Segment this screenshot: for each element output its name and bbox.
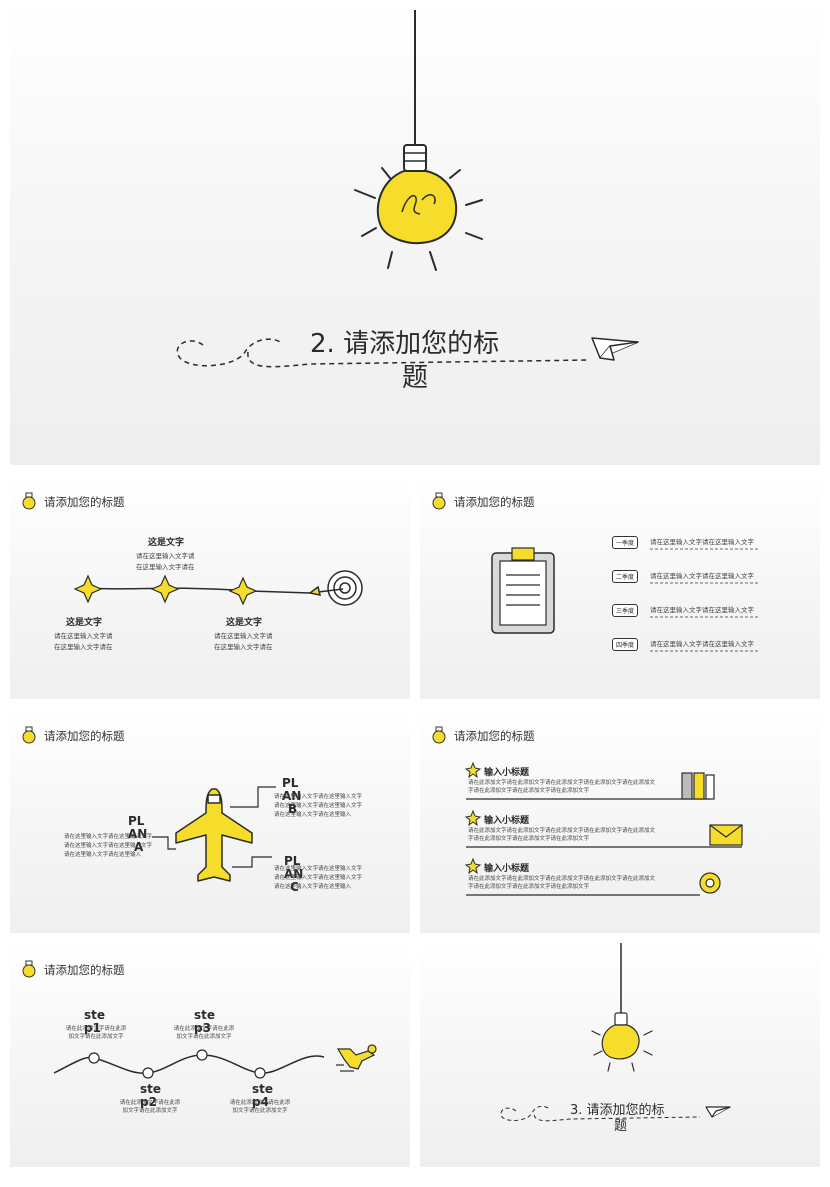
plan-a-line1: PL bbox=[128, 814, 145, 828]
star-icon bbox=[228, 576, 258, 606]
star-icon bbox=[464, 857, 482, 875]
slide-title: 请添加您的标题 bbox=[44, 963, 125, 977]
quarter-text: 请在这里输入文字请在这里输入文字 bbox=[650, 640, 754, 648]
paper-plane-icon bbox=[591, 337, 639, 361]
slide-airplane-plans[interactable]: 请添加您的标题 PL AN A 请在这里输入文字请在这里输入文字请在这里输入文字… bbox=[10, 707, 410, 933]
quarter-tag: 三季度 bbox=[612, 604, 639, 617]
envelope-icon bbox=[709, 824, 743, 846]
lightbulb-icon bbox=[22, 960, 36, 978]
plan-b-line2: AN bbox=[282, 789, 302, 803]
clipboard-icon bbox=[491, 547, 555, 634]
cover-title-line2: 题 bbox=[402, 363, 429, 393]
quarter-text: 请在这里输入文字请在这里输入文字 bbox=[650, 572, 754, 580]
plan-a-text: 请在这里输入文字请在这里输入文字请在这里输入文字请在这里输入文字请在这里输入文字… bbox=[64, 834, 153, 858]
step-text: 请在此添加文字请在此添加文字请在此添加文字 bbox=[173, 1026, 235, 1040]
left-item-text: 请在这里输入文字请 bbox=[54, 632, 113, 640]
books-icon bbox=[681, 772, 715, 800]
runner-icon bbox=[336, 1044, 377, 1072]
plan-a-line2: AN bbox=[128, 827, 148, 841]
lightbulb-icon bbox=[22, 492, 36, 510]
top-item-title: 这是文字 bbox=[148, 538, 185, 548]
right-item-text: 请在这里输入文字请 bbox=[214, 632, 273, 640]
quarter-tag: 一季度 bbox=[612, 536, 639, 549]
section-title-line2: 题 bbox=[614, 1119, 628, 1134]
slide-title: 请添加您的标题 bbox=[44, 729, 125, 743]
list-item-text: 请在此添加文字请在此添加文字请在此添加文字请在此添加文字请在此添加文字请在此添加… bbox=[468, 780, 656, 794]
plan-b-text: 请在这里输入文字请在这里输入文字请在这里输入文字请在这里输入文字请在这里输入文字… bbox=[274, 794, 363, 818]
step-label: ste bbox=[140, 1082, 162, 1096]
slide-header: 请添加您的标题 bbox=[432, 725, 535, 747]
lightbulb-icon bbox=[432, 726, 446, 744]
top-item-text-2: 在这里输入文字请在 bbox=[136, 563, 195, 571]
slide-title: 请添加您的标题 bbox=[454, 495, 535, 509]
cover-title-line1: 2. 请添加您的标 bbox=[310, 329, 500, 359]
star-icon bbox=[73, 574, 103, 604]
step-label: ste bbox=[84, 1008, 106, 1022]
star-icon bbox=[150, 574, 180, 604]
slide-timeline-target[interactable]: 请添加您的标题 这是文字 请在这里输入文字请 在这里输入文字请在 这是文字 请在… bbox=[10, 473, 410, 699]
plan-c-line2: AN bbox=[284, 867, 304, 881]
section-title-line1: 3. 请添加您的标 bbox=[570, 1103, 665, 1118]
cover-slide[interactable]: 2. 请添加您的标 题 bbox=[10, 0, 820, 465]
left-item-text-2: 在这里输入文字请在 bbox=[54, 643, 113, 651]
slide-clipboard-quarters[interactable]: 请添加您的标题 一季度 请在这里输入文字请在这里输入文字 二季度 请在这里输入文… bbox=[420, 473, 820, 699]
target-icon bbox=[308, 570, 363, 606]
list-item-title: 输入小标题 bbox=[484, 864, 530, 874]
top-item-text: 请在这里输入文字请 bbox=[136, 552, 195, 560]
slide-header: 请添加您的标题 bbox=[22, 491, 125, 513]
paper-plane-icon bbox=[705, 1106, 731, 1118]
step-label-2: p2 bbox=[140, 1095, 157, 1109]
slide-title: 请添加您的标题 bbox=[44, 495, 125, 509]
step-label-2: p4 bbox=[252, 1095, 269, 1109]
quarter-text: 请在这里输入文字请在这里输入文字 bbox=[650, 606, 754, 614]
step-label-2: p1 bbox=[84, 1021, 101, 1035]
slide-header: 请添加您的标题 bbox=[22, 959, 125, 981]
step-text: 请在此添加文字请在此添加文字请在此添加文字 bbox=[119, 1100, 181, 1114]
star-icon bbox=[464, 809, 482, 827]
slide-header: 请添加您的标题 bbox=[432, 491, 535, 513]
step-label: ste bbox=[252, 1082, 274, 1096]
slide-section-3[interactable]: 3. 请添加您的标 题 bbox=[420, 941, 820, 1167]
ball-icon bbox=[699, 872, 721, 894]
airplane-icon bbox=[175, 788, 253, 882]
step-label: ste bbox=[194, 1008, 216, 1022]
slide-steps[interactable]: 请添加您的标题 ste p1 请在此添加文字请在此添加文字请在此添加文字 ste… bbox=[10, 941, 410, 1167]
slide-subtitle-list[interactable]: 请添加您的标题 输入小标题 请在此添加文字请在此添加文字请在此添加文字请在此添加… bbox=[420, 707, 820, 933]
plan-c-line1: PL bbox=[284, 854, 301, 868]
plan-c-line3: C bbox=[290, 880, 299, 894]
bulb-socket bbox=[403, 144, 427, 172]
list-item-text: 请在此添加文字请在此添加文字请在此添加文字请在此添加文字请在此添加文字请在此添加… bbox=[468, 876, 656, 890]
plan-a-line3: A bbox=[134, 840, 144, 854]
lightbulb-icon bbox=[432, 492, 446, 510]
lightbulb-icon bbox=[601, 1024, 640, 1060]
quarter-tag: 四季度 bbox=[612, 638, 639, 651]
light-rays bbox=[354, 167, 483, 271]
step-text: 请在此添加文字请在此添加文字请在此添加文字 bbox=[229, 1100, 291, 1114]
right-item-text-2: 在这里输入文字请在 bbox=[214, 643, 273, 651]
right-item-title: 这是文字 bbox=[226, 618, 263, 628]
lightbulb-icon bbox=[22, 726, 36, 744]
step-text: 请在此添加文字请在此添加文字请在此添加文字 bbox=[65, 1026, 127, 1040]
plan-b-line1: PL bbox=[282, 776, 299, 790]
plan-b-line3: B bbox=[288, 802, 298, 816]
slide-title: 请添加您的标题 bbox=[454, 729, 535, 743]
left-item-title: 这是文字 bbox=[66, 618, 103, 628]
quarter-text: 请在这里输入文字请在这里输入文字 bbox=[650, 538, 754, 546]
lightbulb-icon bbox=[376, 170, 458, 245]
plan-c-text: 请在这里输入文字请在这里输入文字请在这里输入文字请在这里输入文字请在这里输入文字… bbox=[274, 866, 363, 890]
cover-illustration bbox=[176, 10, 639, 368]
list-item-title: 输入小标题 bbox=[484, 768, 530, 778]
list-item-text: 请在此添加文字请在此添加文字请在此添加文字请在此添加文字请在此添加文字请在此添加… bbox=[468, 828, 656, 842]
step-label-2: p3 bbox=[194, 1021, 211, 1035]
quarter-tag: 二季度 bbox=[612, 570, 639, 583]
list-item-title: 输入小标题 bbox=[484, 816, 530, 826]
star-icon bbox=[464, 761, 482, 779]
slide-header: 请添加您的标题 bbox=[22, 725, 125, 747]
